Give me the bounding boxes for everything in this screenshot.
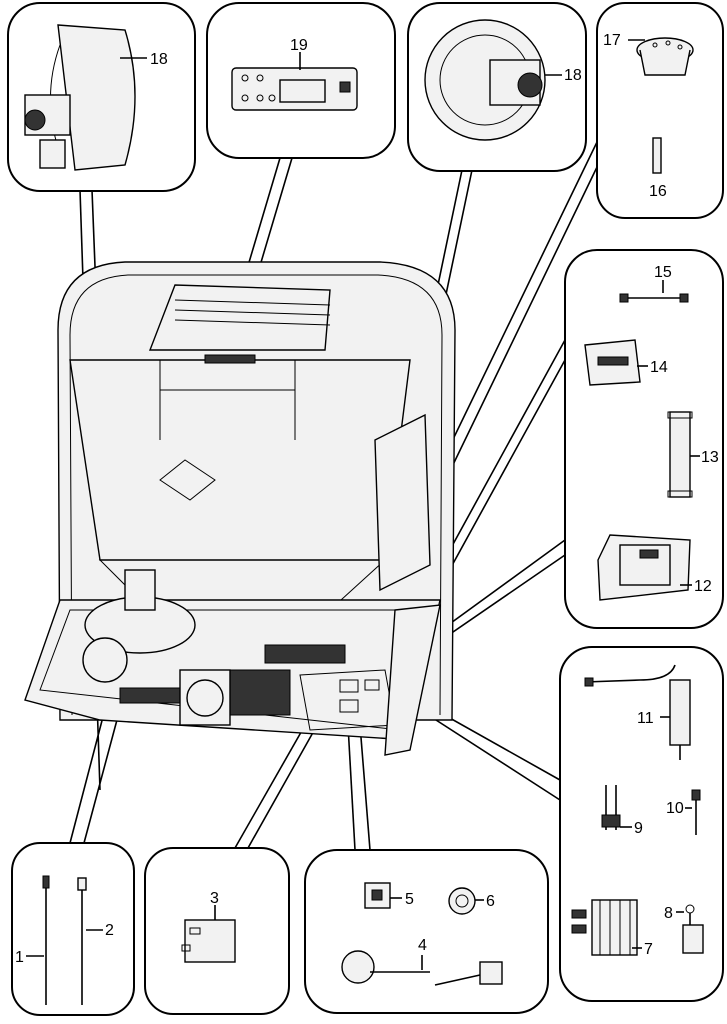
box-17-16: 17 16 (596, 2, 724, 219)
callout-14: 14 (650, 359, 668, 376)
callout-7: 7 (644, 941, 653, 958)
callout-12: 12 (694, 578, 712, 595)
box-3: 3 (144, 847, 290, 1015)
box-11-7: 11 9 10 8 7 (559, 646, 724, 1002)
callout-3: 3 (210, 890, 219, 907)
callout-9: 9 (634, 820, 643, 837)
callout-13: 13 (701, 449, 719, 466)
box-15-12: 15 14 13 12 (564, 249, 724, 629)
box-control-panel-19: 19 (206, 2, 396, 159)
callout-8: 8 (664, 905, 673, 922)
box-top-left-18: 18 (7, 2, 196, 192)
callout-18b: 18 (564, 67, 582, 84)
box-top-right-18: 18 (407, 2, 587, 172)
callout-19: 19 (290, 37, 308, 54)
stove-assembly (24, 261, 456, 756)
callout-4: 4 (418, 937, 427, 954)
callout-15: 15 (654, 264, 672, 281)
callout-18: 18 (150, 51, 168, 68)
box-1-2: 1 2 (11, 842, 135, 1016)
callout-1: 1 (15, 949, 24, 966)
callout-10: 10 (666, 800, 684, 817)
callout-5: 5 (405, 891, 414, 908)
callout-11: 11 (637, 710, 654, 727)
callout-2: 2 (105, 922, 114, 939)
callout-16: 16 (649, 183, 667, 200)
callout-17: 17 (603, 32, 621, 49)
callout-6: 6 (486, 893, 495, 910)
box-4-6: 5 6 4 (304, 849, 549, 1014)
